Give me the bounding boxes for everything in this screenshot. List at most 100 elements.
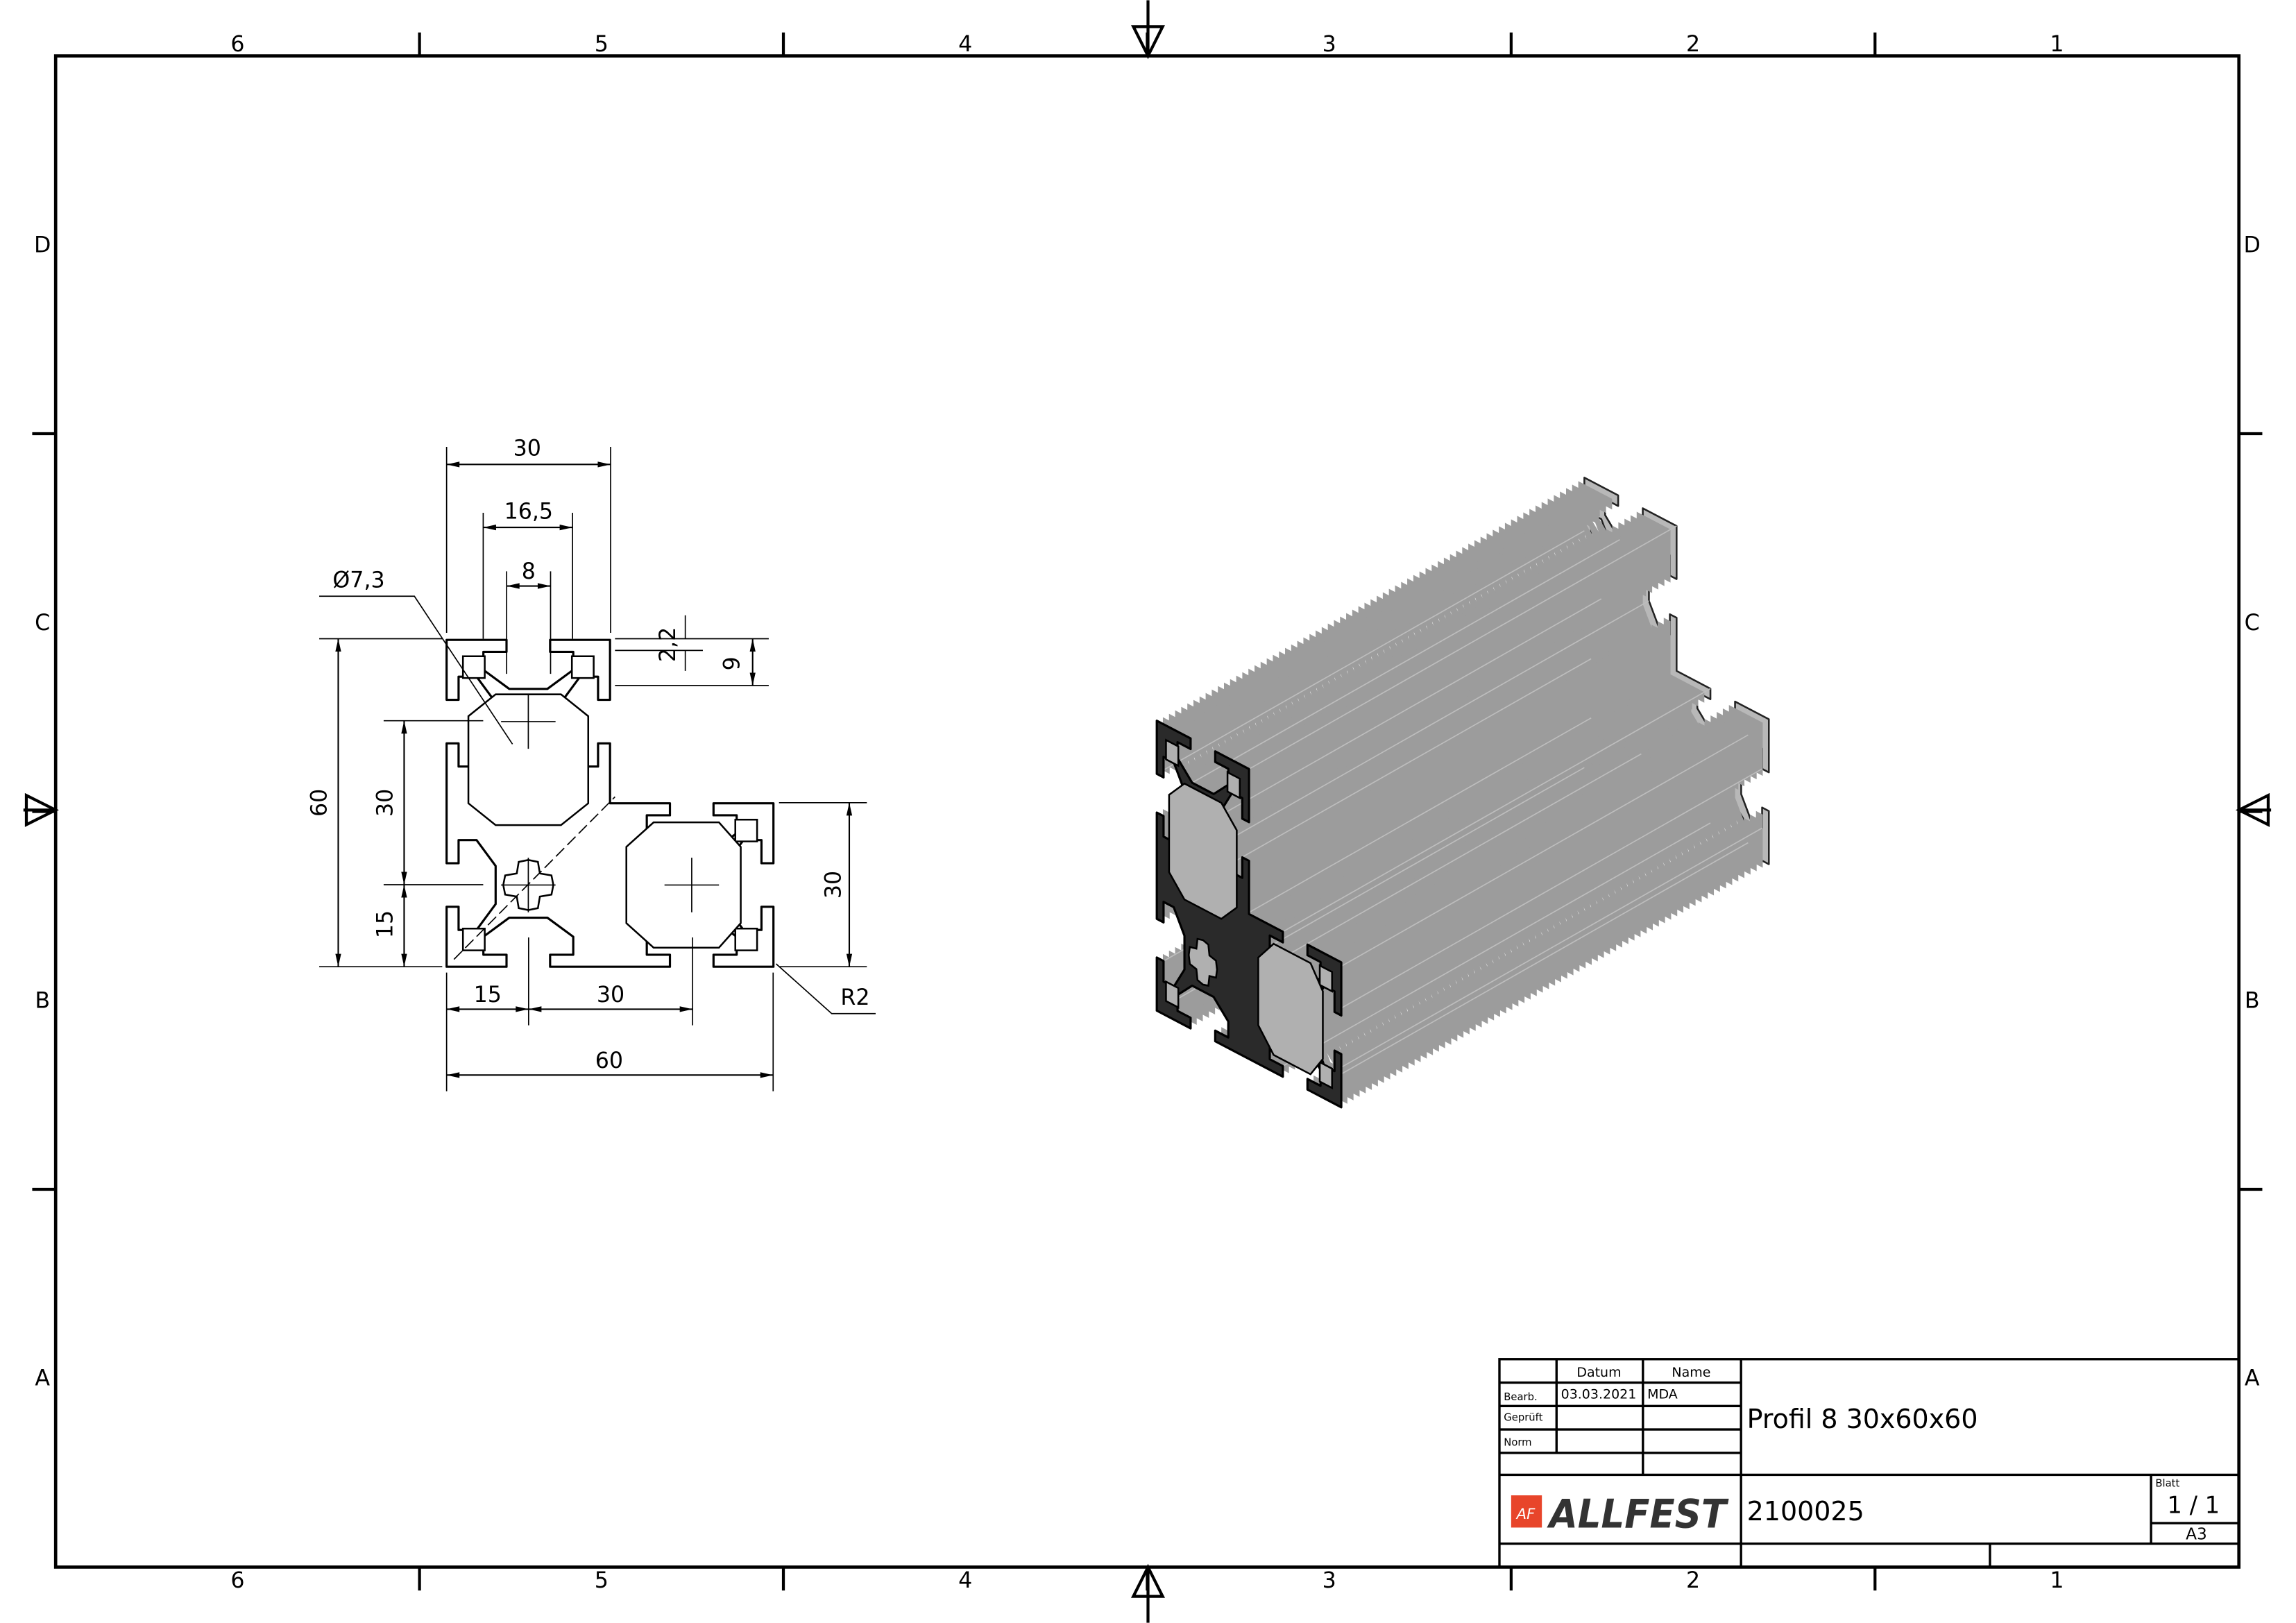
corner-cavity [1165,738,1180,767]
zone-column-label: 5 [595,32,609,57]
dimension-arrow-icon [446,1072,460,1078]
dimension-arrow-icon [528,1006,542,1012]
dimension-arrow-icon [446,461,460,468]
dim-pitch-horizontal: 30 [597,983,624,1008]
drawn-date: 03.03.2021 [1561,1387,1637,1402]
row-bearb: Bearb. [1504,1391,1537,1403]
centering-arrow-icon [1130,0,1166,60]
dimension-arrow-icon [335,638,341,652]
corner-cavity [1226,770,1241,800]
dim-offset-horizontal: 15 [474,983,502,1008]
corner-cavity [734,818,758,842]
zone-column-label: 1 [2050,32,2064,57]
center-bore [1187,937,1218,987]
center-line [664,858,720,912]
dimension-arrow-icon [516,1006,529,1012]
extrusion-edge [1156,530,1585,774]
drawn-name: MDA [1647,1387,1678,1402]
dim-offset-vertical: 15 [373,910,398,938]
row-geprueft: Geprüft [1504,1411,1542,1423]
zone-row-label: B [35,988,50,1013]
dimension-arrow-icon [597,461,611,468]
logo-mark-text: AF [1515,1505,1536,1522]
allfest-logo: AF ALLFEST [1511,1491,1729,1537]
dimension-arrow-icon [749,638,756,652]
dim-width-top: 30 [513,436,541,461]
centering-mark [23,792,59,827]
dim-lip: 2,2 [656,627,681,662]
extrusion-edge [1221,600,1649,844]
zone-column-label: 4 [958,32,972,57]
paper-format: A3 [2186,1524,2207,1543]
leader-bore [319,595,513,745]
dimension-arrow-icon [846,802,853,816]
column-name: Name [1672,1365,1710,1380]
core-cavity [467,693,590,826]
zone-row-label: A [2245,1366,2260,1391]
corner-cavity [1165,980,1180,1009]
zone-column-label: 6 [230,32,244,57]
dimension-arrow-icon [559,524,573,531]
centering-mark [1130,1563,1166,1623]
logo-text: ALLFEST [1547,1491,1729,1537]
zone-column-label: 1 [2050,1568,2064,1593]
dimension-arrow-icon [749,672,756,686]
drawing-title: Profil 8 30x60x60 [1747,1404,1978,1434]
dimension-arrow-icon [537,583,551,589]
dim-bore: Ø7,3 [332,568,384,593]
zone-row-label: B [2245,988,2260,1013]
dimension-arrow-icon [483,524,496,531]
dimension-arrow-icon [335,953,341,967]
extrusion-edge [1320,842,1749,1087]
dimensions: 30 16,5 8 Ø7,3 2,2 9 60 30 15 15 30 60 3… [307,436,876,1091]
zone-column-label: 2 [1686,32,1700,57]
dim-slot-opening: 8 [522,559,536,584]
dimension-arrow-icon [679,1006,693,1012]
corner-cavity [734,927,758,951]
extrusion-edge [1334,827,1762,1072]
sheet-number: 1 / 1 [2167,1491,2220,1518]
dim-slot-depth: 9 [720,656,745,670]
dim-slot-inner: 16,5 [504,499,553,524]
core-cavity [1168,782,1238,920]
dimension-arrow-icon [846,953,853,967]
dimension-arrow-icon [401,720,407,734]
corner-cavity [461,655,486,679]
extrusion-edge [1248,525,1677,770]
leader-radius [775,963,876,1014]
sheet-label: Blatt [2155,1477,2179,1489]
dim-line-lip [615,615,703,671]
extrusion-edge [1320,734,1749,979]
extrusion-edge [1282,822,1711,1067]
extrusion-edge [1282,688,1711,933]
zone-row-label: D [2244,232,2261,257]
dim-width-total: 60 [595,1048,623,1073]
part-number: 2100025 [1747,1496,1864,1527]
center-line [501,694,556,749]
diagonal-center-line [453,796,615,960]
zone-column-label: 4 [958,1568,972,1593]
corner-cavity [1318,964,1334,993]
column-datum: Datum [1576,1365,1621,1380]
core-cavity [1257,942,1324,1076]
zone-row-label: D [34,232,51,257]
profile-isometric-view [1155,477,1770,1109]
centering-arrow-icon [1130,1563,1166,1623]
centering-mark [1130,0,1166,60]
dim-height-right: 30 [821,871,846,899]
dim-radius: R2 [840,985,869,1010]
dim-pitch-vertical: 30 [373,789,398,817]
zone-row-label: C [2245,611,2260,636]
zone-row-label: C [35,611,50,636]
centering-arrow-icon [2235,792,2272,827]
dim-height-total: 60 [307,789,332,817]
dimension-arrow-icon [507,583,520,589]
zone-column-label: 6 [230,1568,244,1593]
zone-column-label: 5 [595,1568,609,1593]
extrusion-edge [1334,768,1762,1013]
profile-front-face [1155,720,1343,1109]
dimension-arrow-icon [401,953,407,967]
corner-cavity [1318,1060,1334,1090]
